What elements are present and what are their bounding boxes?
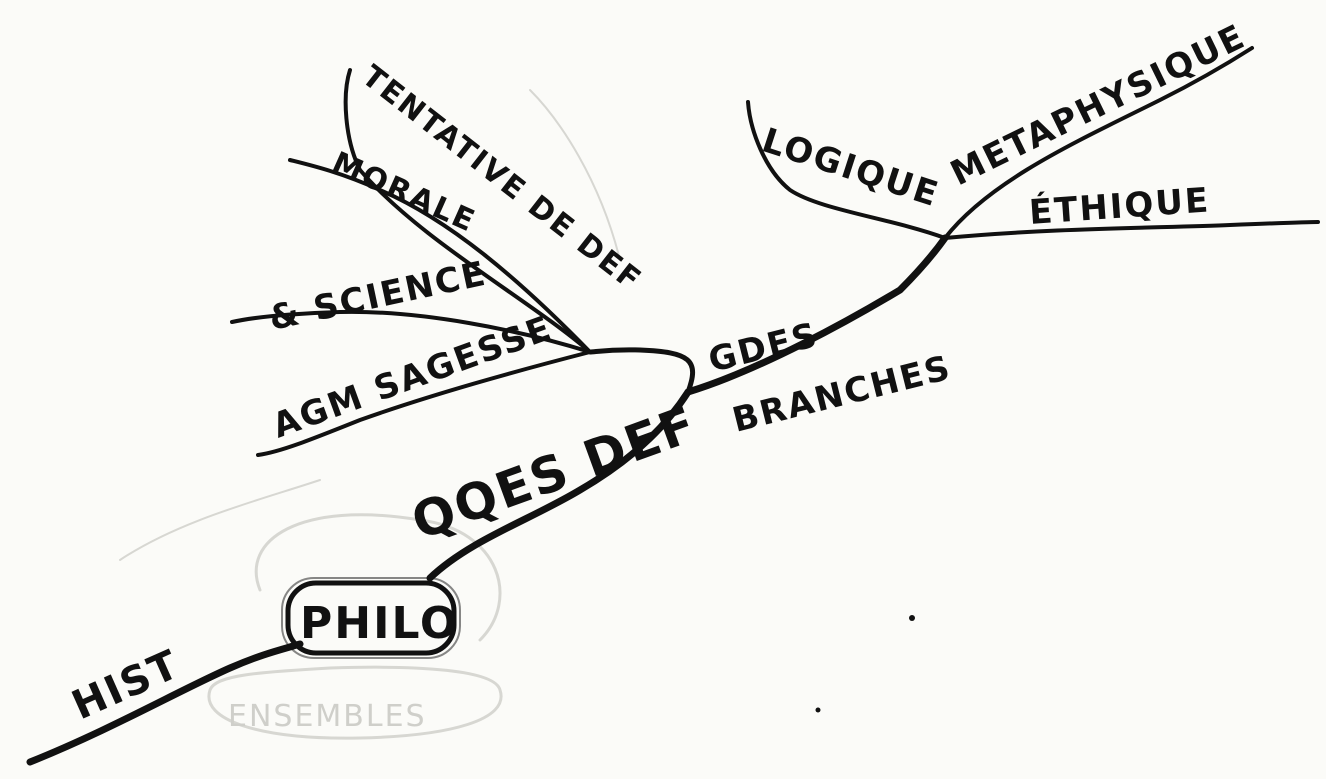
branch-label-metaphysique: METAPHYSIQUE xyxy=(944,17,1252,194)
branch-label-major-line1: GDES xyxy=(705,315,823,381)
ghost-label-ensembles: ENSEMBLES xyxy=(228,699,427,734)
central-label: PHILO xyxy=(300,598,459,649)
branch-label-definitions: QQES DEF xyxy=(404,395,704,552)
bleed-through-marks: ENSEMBLES xyxy=(119,89,621,740)
branch-major: GDES BRANCHES xyxy=(684,234,956,441)
central-node: PHILO xyxy=(281,577,461,659)
branch-label-logique: LOGIQUE xyxy=(757,121,944,216)
stray-marks xyxy=(815,615,915,713)
def-label-science: & SCIENCE xyxy=(266,254,491,339)
definition-sub-branches: TENTATIVE DE DEF MORALE & SCIENCE AGM SA… xyxy=(230,59,648,457)
major-sub-branches: LOGIQUE METAPHYSIQUE ÉTHIQUE xyxy=(746,17,1320,240)
